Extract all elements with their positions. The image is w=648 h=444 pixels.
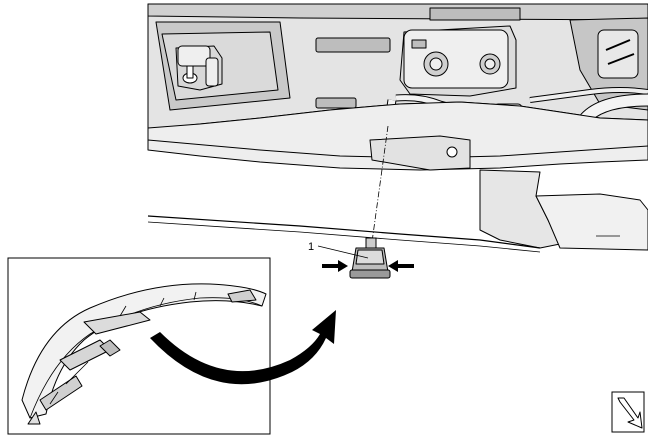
view-direction-arrow-icon [611,391,645,433]
lower-fascia [147,169,648,253]
bumper-assembly [147,3,648,129]
inset-view [7,257,271,435]
squeeze-arrows-icon [322,260,414,272]
leader-line [317,245,369,259]
retaining-clip [349,237,391,279]
curved-arrow-icon [150,310,336,385]
bumper-beam [147,101,648,171]
slot [315,37,391,53]
latch-block [399,25,517,97]
alignment-line [371,125,389,243]
callout-number: 1 [308,241,314,253]
left-mount [175,45,223,91]
callout-1: 1 [308,241,369,259]
slot [315,97,357,109]
